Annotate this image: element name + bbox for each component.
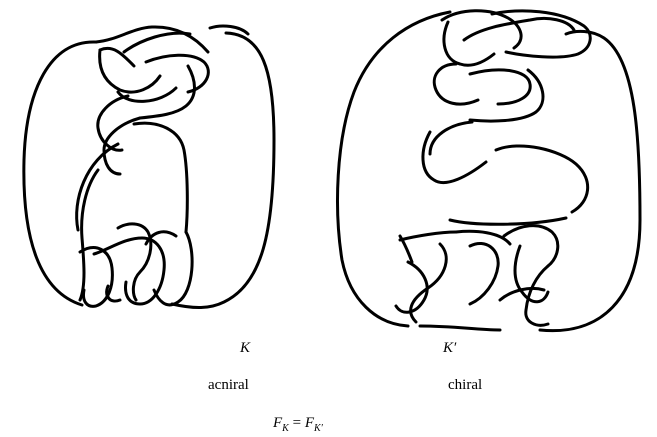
- knot-k-prime-diagram: [336, 9, 642, 333]
- knot-k-prime-label: K′: [443, 340, 457, 356]
- formula-equals: =: [288, 415, 305, 431]
- knot-k-description: acniral: [208, 377, 249, 393]
- knot-k-label: K: [240, 340, 251, 356]
- formula-rhs-base: F: [304, 415, 314, 431]
- knot-k-prime-description: chiral: [448, 377, 483, 393]
- formula-lhs-base: F: [273, 415, 283, 431]
- knot-k-diagram: [22, 24, 276, 309]
- equation: FK = FK′: [273, 415, 323, 434]
- formula-lhs-subscript: K: [282, 423, 289, 434]
- formula-rhs-subscript: K′: [313, 423, 323, 434]
